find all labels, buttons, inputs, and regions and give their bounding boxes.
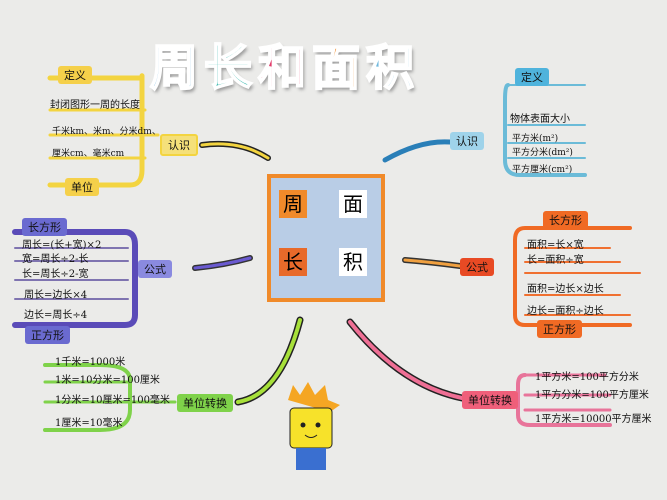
formula-text: 面积=长×宽: [527, 240, 584, 251]
conversion-text: 1平方米=100平方分米: [535, 372, 639, 383]
formula-text: 周长=边长×4: [24, 290, 88, 301]
center-char: 积: [339, 248, 367, 276]
conversion-node: 单位转换: [462, 391, 518, 409]
unit-text: 平方米(m²): [512, 134, 559, 144]
conversion-node: 单位转换: [177, 394, 233, 412]
formula-text: 边长=周长÷4: [24, 310, 88, 321]
recognize-node: 认识: [450, 132, 484, 150]
conversion-text: 1米=10分米=100厘米: [55, 375, 160, 386]
formula-node: 公式: [138, 260, 172, 278]
rectangle-tag: 长方形: [22, 218, 67, 236]
center-char: 长: [279, 248, 307, 276]
conversion-text: 1厘米=10毫米: [55, 418, 123, 429]
definition-text: 物体表面大小: [510, 114, 570, 125]
formula-text: 周长=(长+宽)×2: [22, 240, 102, 251]
cartoon-character-icon: [288, 382, 340, 470]
rectangle-tag: 长方形: [543, 211, 588, 229]
poster-title: 周长和面积: [149, 28, 421, 98]
formula-text: 长=周长÷2-宽: [22, 269, 89, 280]
units-tag: 单位: [65, 178, 99, 196]
conversion-text: 1平方分米=100平方厘米: [535, 390, 649, 401]
center-char: 周: [279, 190, 307, 218]
square-tag: 正方形: [537, 320, 582, 338]
formula-text: 长=面积÷宽: [527, 255, 584, 266]
units-text: 厘米cm、毫米cm: [52, 149, 125, 159]
title-char: 和: [257, 39, 313, 97]
conversion-text: 1平方米=10000平方厘米: [535, 414, 652, 425]
title-char: 积: [365, 39, 421, 97]
definition-tag: 定义: [58, 66, 92, 84]
unit-text: 平方分米(dm²): [512, 148, 573, 158]
definition-tag: 定义: [515, 68, 549, 86]
units-text: 千米km、米m、分米dm、: [52, 127, 161, 137]
formula-node: 公式: [460, 258, 494, 276]
square-tag: 正方形: [25, 326, 70, 344]
center-box: 周 面 长 积: [267, 174, 385, 302]
unit-text: 平方厘米(cm²): [512, 165, 573, 175]
recognize-node: 认识: [160, 134, 198, 156]
conversion-text: 1分米=10厘米=100毫米: [55, 395, 170, 406]
conversion-text: 1千米=1000米: [55, 357, 126, 368]
formula-text: 边长=面积÷边长: [527, 306, 604, 317]
definition-text: 封闭图形一周的长度: [50, 100, 140, 111]
formula-text: 面积=边长×边长: [527, 284, 604, 295]
title-char: 周: [149, 39, 205, 97]
title-char: 长: [203, 39, 259, 97]
title-char: 面: [311, 39, 367, 97]
formula-text: 宽=周长÷2-长: [22, 254, 89, 265]
center-char: 面: [339, 190, 367, 218]
